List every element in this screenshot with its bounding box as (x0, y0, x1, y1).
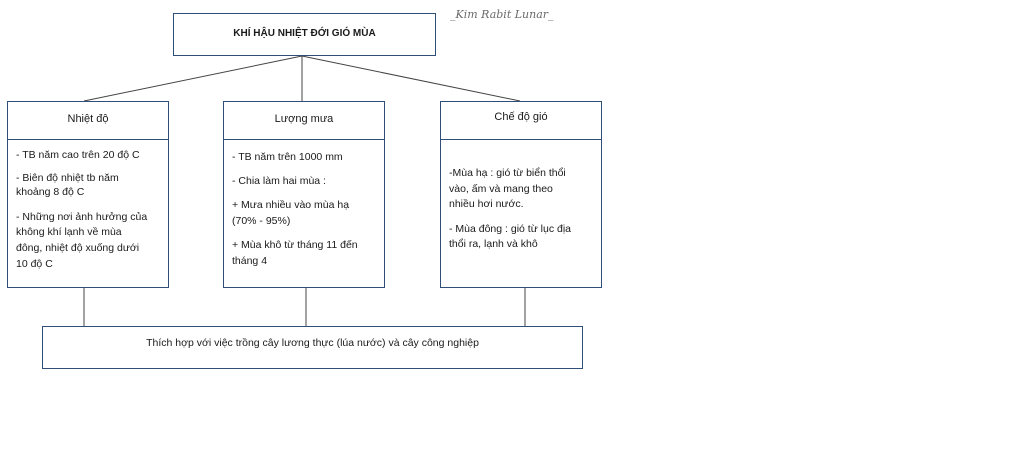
content-box-rainfall: - TB năm trên 1000 mm - Chia làm hai mùa… (223, 139, 385, 288)
conclusion-text: Thích hợp với việc trồng cây lương thực … (146, 337, 479, 349)
temperature-line: khoảng 8 độ C (16, 186, 85, 198)
header-box-rainfall: Lượng mưa (223, 101, 385, 140)
temperature-line: 10 độ C (16, 258, 53, 270)
wind-line: nhiều hơi nước. (449, 198, 524, 210)
rainfall-line: + Mùa khô từ tháng 11 đến (232, 239, 358, 251)
rainfall-line: + Mưa nhiều vào mùa hạ (232, 199, 350, 211)
root-title: KHÍ HẬU NHIỆT ĐỚI GIÓ MÙA (233, 28, 376, 39)
rainfall-line: tháng 4 (232, 255, 268, 267)
rainfall-line: (70% - 95%) (232, 215, 291, 227)
root-box: KHÍ HẬU NHIỆT ĐỚI GIÓ MÙA (173, 13, 436, 56)
temperature-line: đông, nhiệt độ xuống dưới (16, 242, 140, 254)
rainfall-line: - Chia làm hai mùa : (232, 175, 326, 187)
header-wind: Chế độ gió (494, 111, 548, 123)
wind-line: vào, ấm và mang theo (449, 183, 553, 195)
wind-line: - Mùa đông : gió từ lục địa (449, 223, 572, 235)
temperature-line: không khí lạnh về mùa (16, 226, 122, 238)
content-box-wind: -Mùa hạ : gió từ biển thổi vào, ấm và ma… (440, 139, 602, 288)
header-temperature: Nhiệt độ (67, 113, 109, 125)
header-rainfall: Lượng mưa (274, 113, 334, 125)
temperature-line: - Biên độ nhiệt tb năm (16, 172, 119, 184)
wind-line: -Mùa hạ : gió từ biển thổi (449, 167, 566, 179)
conclusion-box: Thích hợp với việc trồng cây lương thực … (42, 326, 583, 369)
temperature-line: - TB năm cao trên 20 độ C (16, 149, 140, 161)
header-box-temperature: Nhiệt độ (7, 101, 169, 140)
content-box-temperature: - TB năm cao trên 20 độ C - Biên độ nhiệ… (7, 139, 169, 288)
watermark-text: _Kim Rabit Lunar_ (450, 8, 554, 21)
rainfall-line: - TB năm trên 1000 mm (232, 151, 343, 163)
temperature-line: - Những nơi ảnh hưởng của (16, 211, 148, 223)
header-box-wind: Chế độ gió (440, 101, 602, 140)
wind-line: thổi ra, lạnh và khô (449, 238, 538, 250)
